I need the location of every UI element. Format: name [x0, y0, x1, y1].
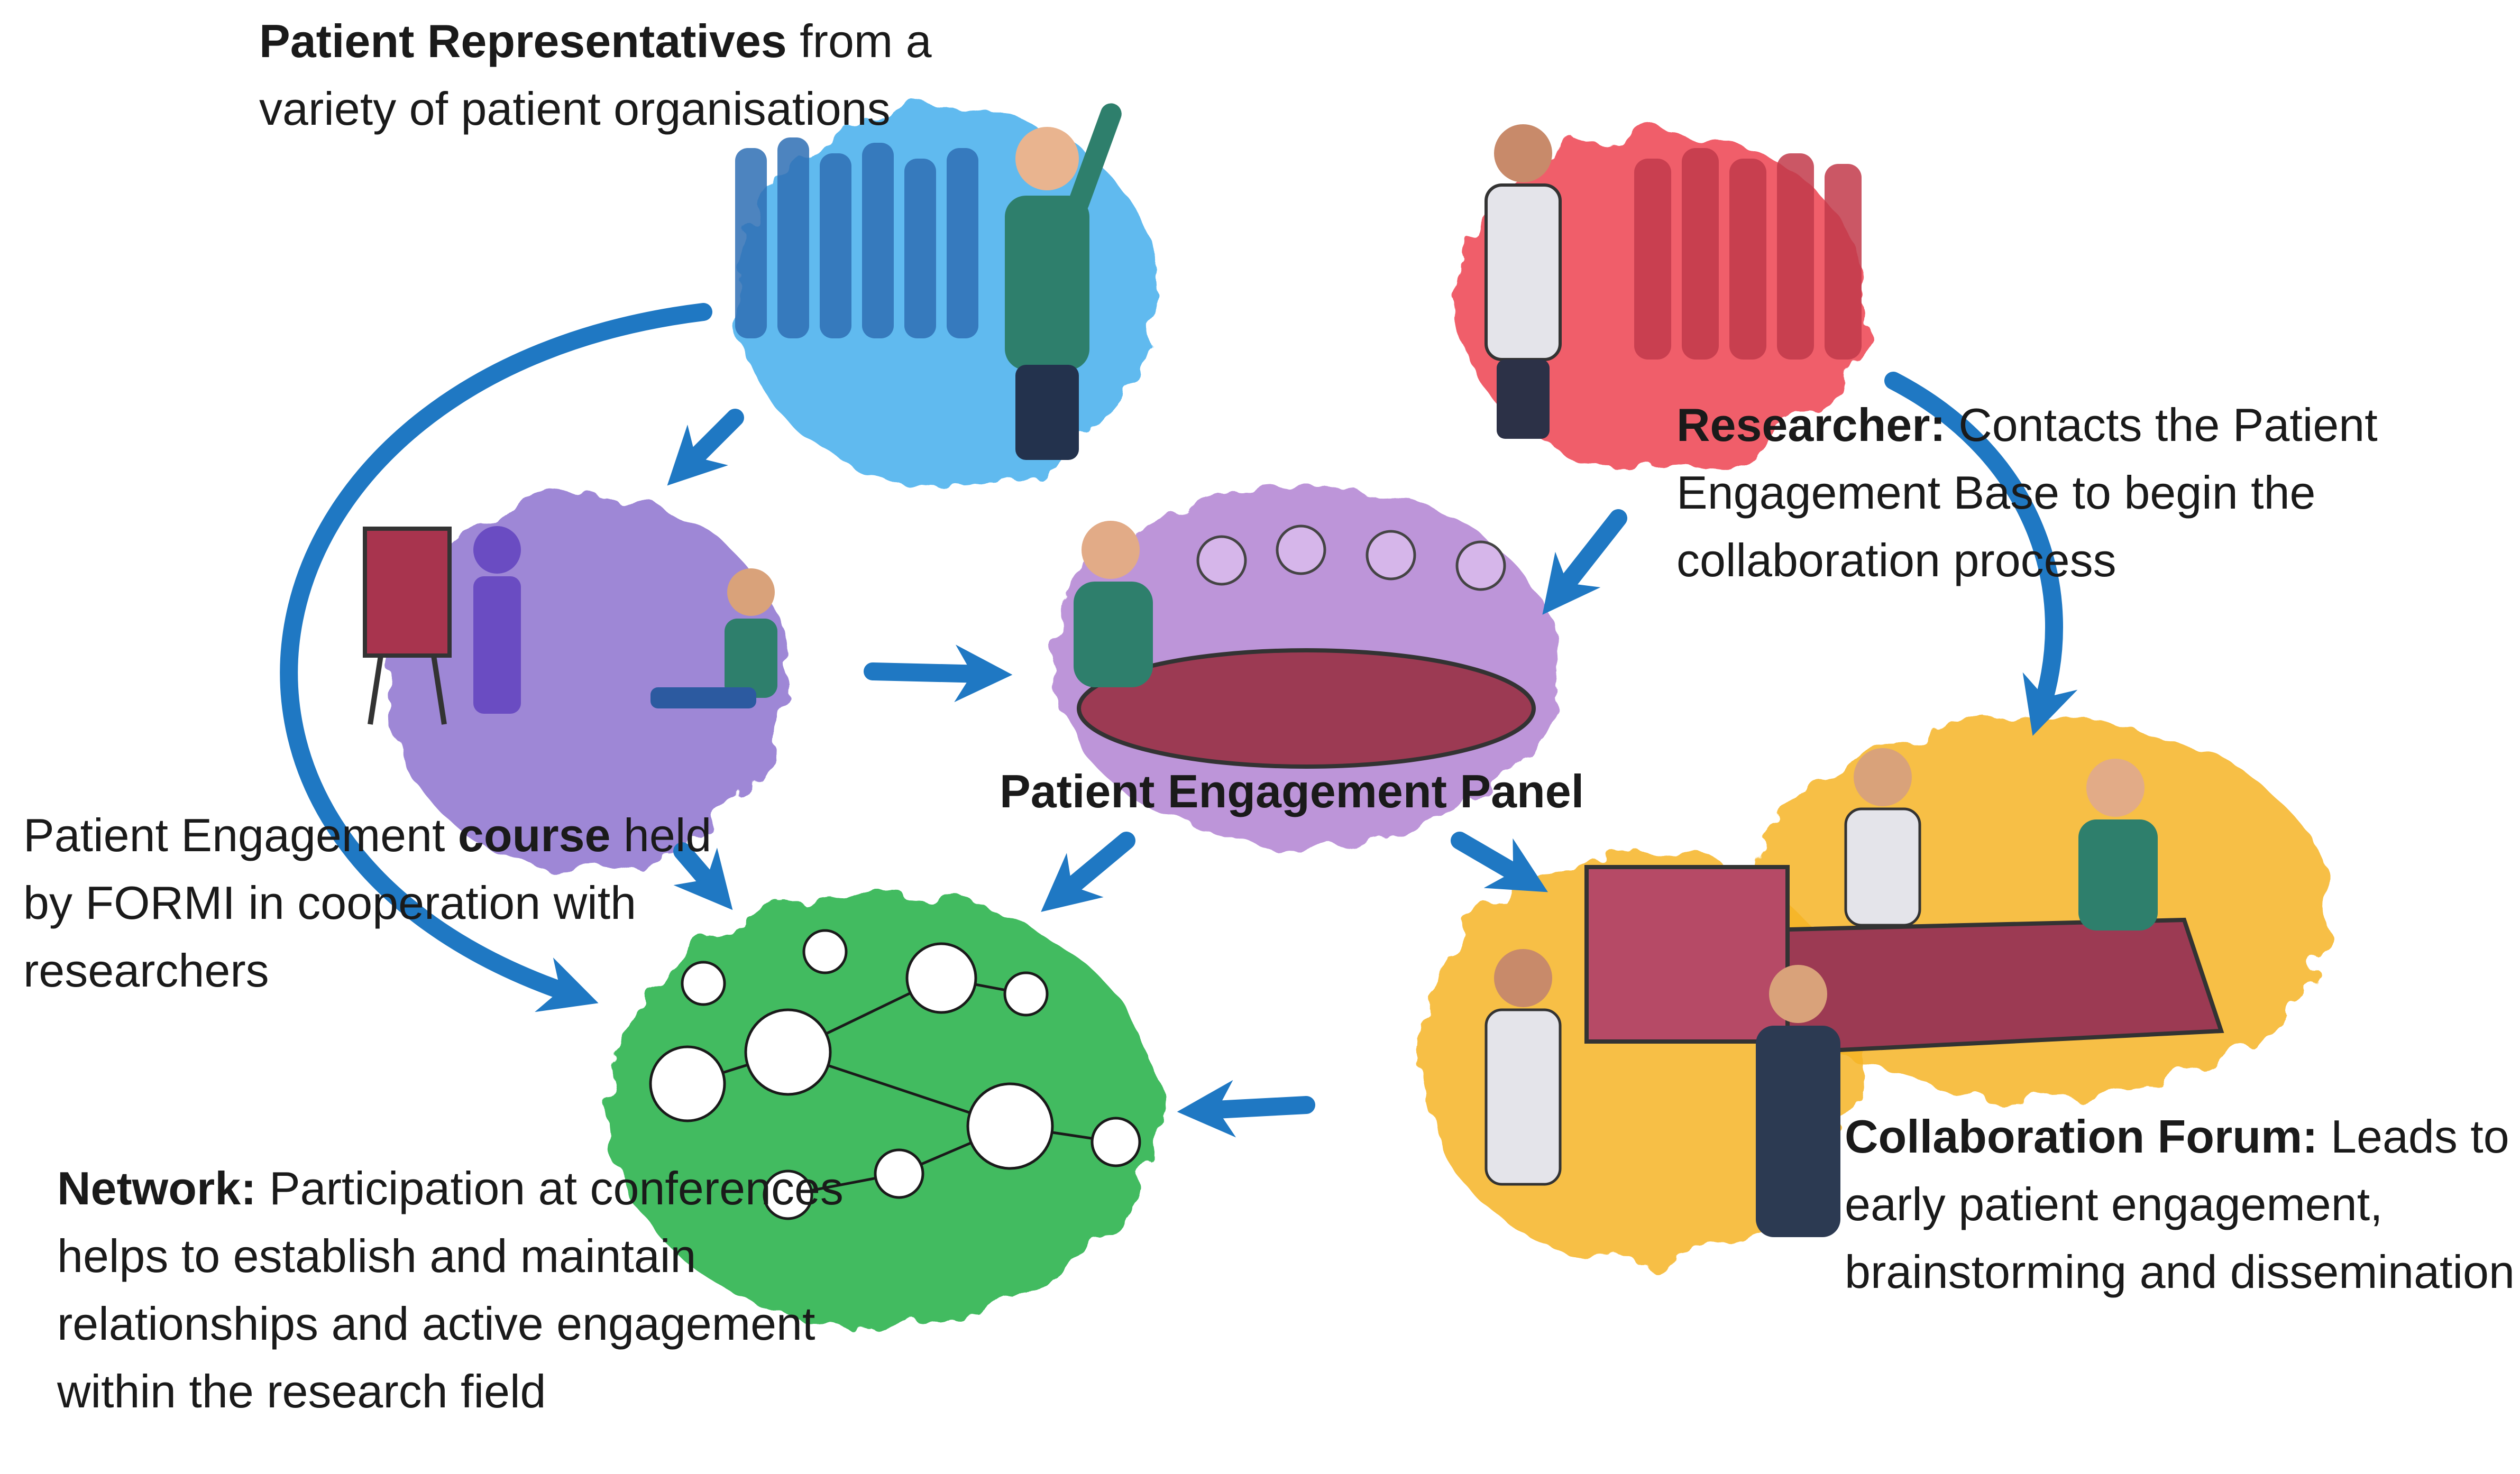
network-label: Network: Participation at conferences he… — [57, 1155, 850, 1425]
panel-illustration — [1074, 521, 1536, 769]
network-text: Participation at conferences helps to es… — [57, 1162, 844, 1417]
researcher-bold: Researcher: — [1676, 399, 1946, 451]
arrow-forum-to-network — [1177, 1080, 1315, 1138]
patient-reps-bold: Patient Representatives — [259, 15, 787, 67]
arrow-course-to-panel — [864, 644, 1013, 703]
arrow-reps-to-course — [667, 409, 744, 486]
collaboration-text: Leads to early patient engagement, brain… — [1845, 1110, 2515, 1298]
course-label: Patient Engagement course held by FORMI … — [23, 802, 732, 1005]
course-pre: Patient Engagement — [23, 809, 458, 861]
collaboration-illustration — [1484, 748, 2224, 1237]
researcher-text: Contacts the Patient Engagement Base to … — [1676, 399, 2378, 586]
arrow-researcher-to-forum — [1884, 372, 2078, 736]
collaboration-label: Collaboration Forum: Leads to early pati… — [1845, 1103, 2516, 1306]
network-bold: Network: — [57, 1162, 256, 1214]
arrow-panel-to-network — [1041, 832, 1135, 912]
network-illustration — [649, 929, 1141, 1220]
course-bold: course — [457, 809, 611, 861]
arrow-panel-to-forum — [1451, 832, 1548, 892]
course-post: held by FORMI in cooperation with resear… — [23, 809, 712, 997]
collaboration-bold: Collaboration Forum: — [1845, 1110, 2318, 1163]
arrow-researcher-to-panel — [1542, 509, 1627, 615]
course-illustration — [363, 526, 777, 725]
patient-reps-text: from a variety of patient organisations — [259, 15, 932, 135]
researcher-label: Researcher: Contacts the Patient Engagem… — [1676, 391, 2449, 594]
arrows — [280, 303, 2078, 1138]
patient-reps-illustration — [735, 103, 1122, 460]
arrow-reps-to-network — [280, 303, 712, 1012]
patient-reps-label: Patient Representatives from a variety o… — [259, 7, 1010, 143]
panel-title: Patient Engagement Panel — [1000, 765, 1584, 817]
arrow-course-to-network — [673, 842, 733, 910]
researcher-illustration — [1484, 124, 1862, 439]
